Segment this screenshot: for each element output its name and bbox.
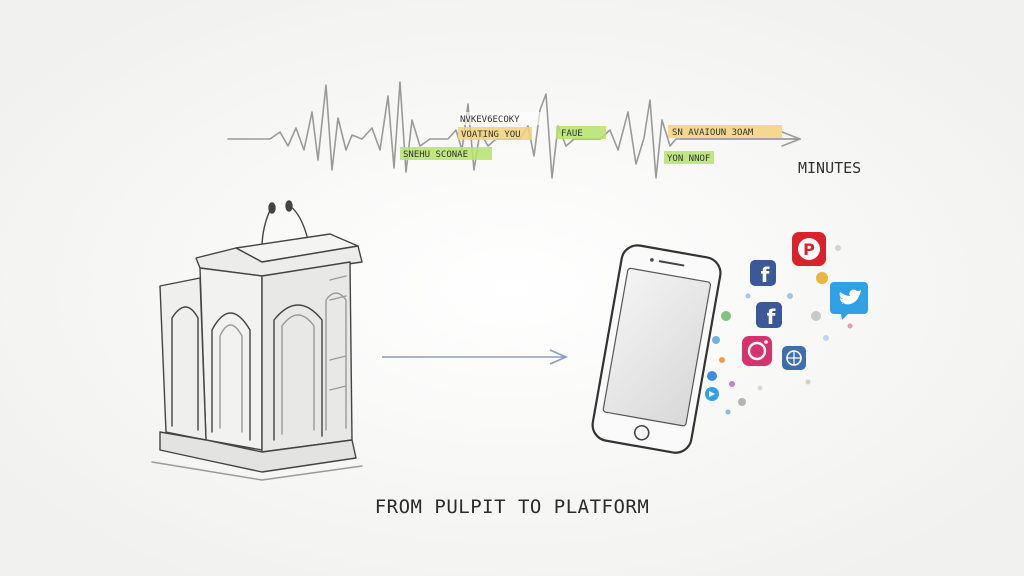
note-1-bg (458, 112, 542, 125)
svg-text:P: P (803, 240, 815, 259)
svg-text:f: f (767, 305, 776, 329)
caption: FROM PULPIT TO PLATFORM (374, 496, 650, 518)
social-icons: P f f (705, 232, 868, 415)
note-5-text: SN AVAIOUN 3OAM (672, 128, 754, 138)
axis-label-minutes: MINUTES (798, 159, 861, 177)
svg-text:f: f (761, 263, 770, 287)
pulpit-side-panel (261, 261, 353, 453)
transition-arrow-head (549, 349, 568, 365)
globe-icon (782, 346, 806, 370)
note-6-bg (664, 151, 714, 164)
pulpit-hatching (329, 275, 347, 391)
decorative-bubbles (705, 245, 853, 415)
pulpit-front-panel (199, 267, 263, 451)
twitter-icon (830, 282, 868, 320)
pulpit-arch-side (273, 304, 323, 441)
pulpit-sketch (151, 200, 363, 481)
note-6-text: YON NNOF (667, 154, 710, 164)
note-2: VOATING YOU (458, 127, 532, 140)
pulpit-shadow (151, 461, 363, 481)
instagram-icon (742, 336, 772, 366)
phone-home-button (633, 424, 650, 441)
phone-speaker (658, 260, 685, 267)
pulpit-arch-front-inner (219, 324, 243, 433)
microphone-right-head (285, 200, 293, 212)
pinterest-icon: P (792, 232, 826, 266)
note-4: FAUE (556, 126, 606, 139)
note-1-text: NVKEV6ECOKY (460, 115, 520, 125)
pulpit-arch-side-inner (281, 314, 315, 435)
note-3-bg (400, 147, 492, 160)
pulpit-left-wing (159, 277, 207, 441)
pulpit-arch-wing (171, 306, 199, 431)
facebook-icon: f (750, 260, 776, 287)
note-2-text: VOATING YOU (461, 130, 521, 140)
note-2-bg (458, 127, 532, 140)
note-6: YON NNOF (664, 151, 714, 164)
note-1: NVKEV6ECOKY (458, 112, 542, 125)
note-3: SNEHU SCONAE (400, 147, 492, 160)
pulpit-base (159, 431, 357, 473)
microphone-left-head (268, 202, 276, 214)
phone-camera (650, 258, 654, 262)
note-4-text: FAUE (561, 129, 583, 139)
facebook-icon: f (756, 302, 782, 329)
transition-arrow (382, 349, 568, 365)
note-4-bg (556, 126, 606, 139)
note-3-text: SNEHU SCONAE (403, 150, 468, 160)
note-5-bg (668, 125, 782, 138)
pulpit-arch-front (211, 312, 251, 441)
pulpit-arch-far (325, 292, 347, 431)
phone-screen (602, 267, 712, 427)
note-5: SN AVAIOUN 3OAM (668, 125, 782, 138)
waveform-timeline: MINUTES NVKEV6ECOKY VOATING YOU SNEHU SC… (227, 81, 861, 179)
time-axis-arrowhead (781, 131, 801, 147)
smartphone-sketch (591, 244, 722, 454)
